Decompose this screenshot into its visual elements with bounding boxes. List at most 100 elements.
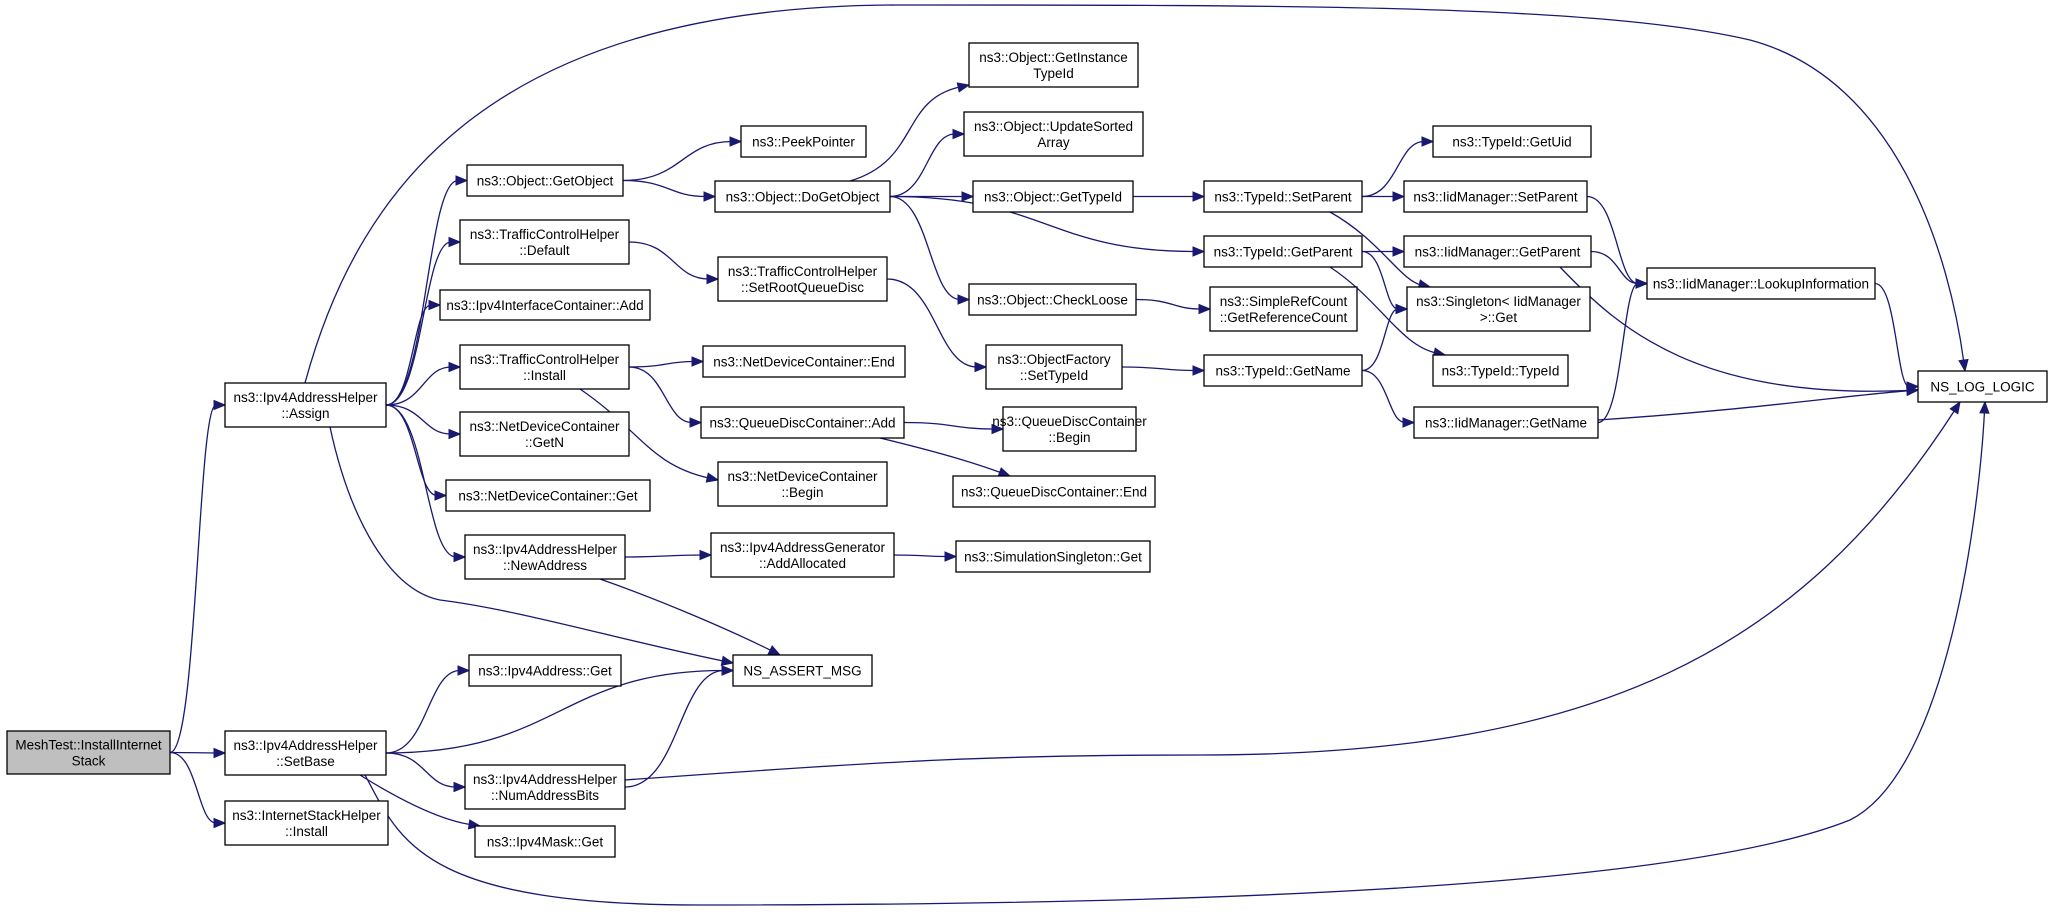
node-box[interactable]: [1432, 125, 1592, 158]
node-newaddress[interactable]: ns3::Ipv4AddressHelper::NewAddress: [464, 534, 626, 580]
node-qdcbegin[interactable]: ns3::QueueDiscContainer::Begin: [992, 406, 1147, 452]
node-qdcadd[interactable]: ns3::QueueDiscContainer::Add: [700, 406, 905, 439]
node-label: ::Install: [285, 824, 328, 839]
node-box[interactable]: [1209, 286, 1358, 332]
node-box[interactable]: [439, 289, 651, 321]
node-tidgetuid[interactable]: ns3::TypeId::GetUid: [1432, 125, 1592, 158]
node-label: ::Begin: [781, 485, 823, 500]
node-box[interactable]: [1646, 267, 1876, 300]
node-label: ns3::NetDeviceContainer: [469, 419, 620, 434]
node-box[interactable]: [968, 283, 1137, 316]
node-tchinstall[interactable]: ns3::TrafficControlHelper::Install: [459, 344, 630, 390]
node-box[interactable]: [459, 411, 630, 457]
node-box[interactable]: [474, 825, 616, 858]
node-ndcget[interactable]: ns3::NetDeviceContainer::Get: [445, 479, 651, 512]
node-nslog[interactable]: NS_LOG_LOGIC: [1917, 370, 2048, 403]
node-box[interactable]: [1403, 235, 1592, 268]
node-box[interactable]: [224, 382, 387, 428]
node-maskget[interactable]: ns3::Ipv4Mask::Get: [474, 825, 616, 858]
node-box[interactable]: [466, 164, 624, 197]
node-peekpointer[interactable]: ns3::PeekPointer: [740, 125, 867, 158]
node-box[interactable]: [1406, 286, 1591, 332]
node-addallocated[interactable]: ns3::Ipv4AddressGenerator::AddAllocated: [710, 532, 895, 578]
node-tidgetname[interactable]: ns3::TypeId::GetName: [1203, 354, 1363, 387]
node-label: ns3::PeekPointer: [752, 135, 855, 150]
node-box[interactable]: [714, 180, 891, 213]
node-singletonget[interactable]: ns3::Singleton< IidManager >::Get: [1406, 286, 1591, 332]
node-ishinstall[interactable]: ns3::InternetStackHelper::Install: [224, 800, 389, 846]
node-box[interactable]: [1917, 370, 2048, 403]
arrow-head-icon: [961, 191, 975, 202]
node-imgetparent[interactable]: ns3::IidManager::GetParent: [1403, 235, 1592, 268]
node-ndcend[interactable]: ns3::NetDeviceContainer::End: [702, 345, 906, 378]
edge-line: [903, 421, 995, 430]
node-box[interactable]: [224, 730, 387, 776]
node-ndcgetn[interactable]: ns3::NetDeviceContainer::GetN: [459, 411, 630, 457]
node-simsingleton[interactable]: ns3::SimulationSingleton::Get: [955, 540, 1151, 573]
node-box[interactable]: [952, 475, 1156, 508]
node-box[interactable]: [1413, 406, 1599, 439]
node-ofsettypeid[interactable]: ns3::ObjectFactory::SetTypeId: [985, 344, 1123, 390]
node-box[interactable]: [1403, 180, 1588, 213]
node-box[interactable]: [224, 800, 389, 846]
node-box[interactable]: [702, 345, 906, 378]
node-label: TypeId: [1033, 66, 1074, 81]
node-box[interactable]: [445, 479, 651, 512]
node-simplerefcount[interactable]: ns3::SimpleRefCount::GetReferenceCount: [1209, 286, 1358, 332]
node-box[interactable]: [6, 730, 171, 775]
node-box[interactable]: [464, 764, 626, 810]
node-box[interactable]: [1203, 235, 1363, 268]
node-objgettypeid[interactable]: ns3::Object::GetTypeId: [972, 180, 1134, 213]
edge-objgettypeid-tidsetparent: [1133, 191, 1206, 202]
node-tidtypeid[interactable]: ns3::TypeId::TypeId: [1432, 354, 1569, 387]
node-assign[interactable]: ns3::Ipv4AddressHelper::Assign: [224, 382, 387, 428]
node-setrootqd[interactable]: ns3::TrafficControlHelper::SetRootQueueD…: [717, 256, 888, 302]
nodes-layer: MeshTest::InstallInternetStackns3::Ipv4A…: [6, 42, 2048, 858]
edge-setrootqd-ofsettypeid: [886, 278, 988, 373]
node-box[interactable]: [700, 406, 905, 439]
node-tchdefault[interactable]: ns3::TrafficControlHelper::Default: [459, 219, 630, 265]
node-qdcend[interactable]: ns3::QueueDiscContainer::End: [952, 475, 1156, 508]
node-box[interactable]: [717, 461, 888, 507]
node-box[interactable]: [710, 532, 895, 578]
edge-assign-ndcget: [385, 404, 448, 501]
node-tidsetparent[interactable]: ns3::TypeId::SetParent: [1203, 180, 1363, 213]
node-box[interactable]: [464, 534, 626, 580]
node-box[interactable]: [1432, 354, 1569, 387]
node-box[interactable]: [740, 125, 867, 158]
node-dogetobject[interactable]: ns3::Object::DoGetObject: [714, 180, 891, 213]
node-box[interactable]: [1203, 354, 1363, 387]
node-box[interactable]: [1203, 180, 1363, 213]
node-ipv4addrget[interactable]: ns3::Ipv4Address::Get: [468, 654, 622, 687]
node-box[interactable]: [1002, 406, 1137, 452]
edge-assign-tchdefault: [385, 236, 462, 406]
node-box[interactable]: [459, 219, 630, 265]
node-box[interactable]: [968, 42, 1139, 88]
node-box[interactable]: [955, 540, 1151, 573]
node-box[interactable]: [985, 344, 1123, 390]
node-assertmsg[interactable]: NS_ASSERT_MSG: [732, 654, 873, 687]
arrow-head-icon: [703, 191, 717, 202]
node-getobject[interactable]: ns3::Object::GetObject: [466, 164, 624, 197]
edge-line: [1361, 308, 1399, 372]
node-ndcbegin[interactable]: ns3::NetDeviceContainer::Begin: [717, 461, 888, 507]
node-tidgetparent[interactable]: ns3::TypeId::GetParent: [1203, 235, 1363, 268]
node-box[interactable]: [963, 111, 1144, 157]
node-imsetparent[interactable]: ns3::IidManager::SetParent: [1403, 180, 1588, 213]
node-box[interactable]: [717, 256, 888, 302]
node-imgetname[interactable]: ns3::IidManager::GetName: [1413, 406, 1599, 439]
node-box[interactable]: [468, 654, 622, 687]
node-imlookup[interactable]: ns3::IidManager::LookupInformation: [1646, 267, 1876, 300]
node-box[interactable]: [972, 180, 1134, 213]
arrow-head-icon: [956, 82, 971, 93]
node-iicadd[interactable]: ns3::Ipv4InterfaceContainer::Add: [439, 289, 651, 321]
node-label: Stack: [72, 754, 106, 769]
node-numaddrbits[interactable]: ns3::Ipv4AddressHelper::NumAddressBits: [464, 764, 626, 810]
node-box[interactable]: [459, 344, 630, 390]
node-setbase[interactable]: ns3::Ipv4AddressHelper::SetBase: [224, 730, 387, 776]
node-checkloose[interactable]: ns3::Object::CheckLoose: [968, 283, 1137, 316]
node-box[interactable]: [732, 654, 873, 687]
